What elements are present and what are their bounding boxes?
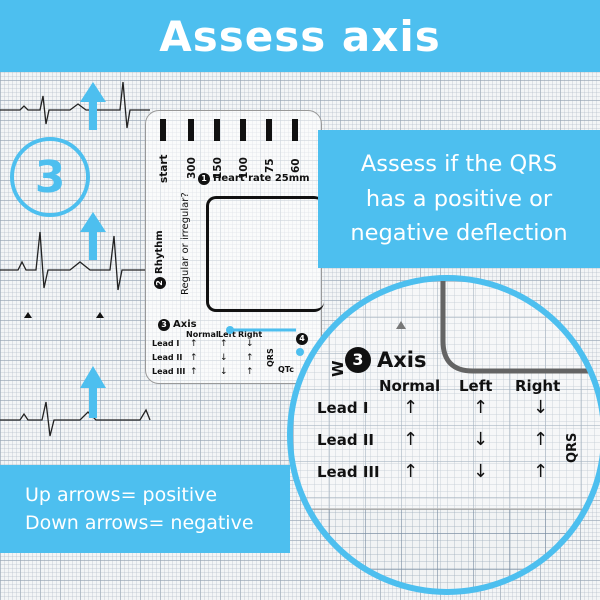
arrow-lead1-right: ↓ [533,397,549,418]
arrow-lead2-left: ↓ [473,429,489,450]
ruler-tick [240,119,246,141]
ecg-trace-1 [0,81,150,129]
axis-arrows-right: ↓↑↑ [246,339,254,377]
rhythm-label: 2Rhythm [154,230,166,289]
arrow-lead1-normal: ↑ [403,397,419,418]
instruction-line: negative deflection [350,220,568,247]
ruler-tick [292,119,298,141]
lead-3-small: Lead III [152,367,186,376]
arrow-lead2-right: ↑ [533,429,549,450]
ruler-scale-start: start [158,154,170,183]
magnified-card-outline [293,281,600,510]
ruler-scale-75: 75 [264,158,276,173]
ecg-trace-2 [0,231,145,291]
step-1-badge: 1 [198,173,210,185]
magnified-axis-label: Axis [377,348,427,372]
arrow-lead3-normal: ↑ [403,461,419,482]
ecg-trace-3 [0,401,151,437]
qrs-small: QRS [266,348,275,367]
rhythm-box [206,196,324,312]
page-title: Assess axis [159,11,441,61]
title-banner: Assess axis [0,0,600,72]
axis-arrows-left: ↑↓↓ [220,339,228,377]
ruler-tick [160,119,166,141]
magnified-lead-3: Lead III [317,463,380,481]
ruler-tick [188,119,194,141]
arrow-lead3-left: ↓ [473,461,489,482]
instruction-line: has a positive or [365,185,553,212]
lead-1-small: Lead I [152,339,180,348]
magnified-axis-title: 3 Axis [345,347,427,373]
step-3-badge: 3 [158,319,170,331]
instruction-box: Assess if the QRS has a positive or nega… [318,130,600,268]
axis-col-right: Right [238,330,263,339]
magnified-col-normal: Normal [379,377,441,395]
axis-col-left: Left [218,330,236,339]
instruction-line: Assess if the QRS [360,150,558,177]
magnified-qrs-label: QRS [565,432,580,463]
magnified-lead-1: Lead I [317,399,369,417]
step-indicator: 3 [10,137,90,217]
ruler-scale-60: 60 [290,158,302,173]
arrow-lead3-right: ↑ [533,461,549,482]
legend-line-positive: Up arrows= positive [25,483,218,506]
step-4-small: 4 [296,333,311,345]
legend-line-negative: Down arrows= negative [25,512,254,534]
arrow-lead2-normal: ↑ [403,429,419,450]
ruler-tick [266,119,272,141]
ruler-scale-300: 300 [186,157,198,179]
magnified-col-right: Right [515,377,561,395]
axis-col-normal: Normal [186,330,219,339]
axis-arrows-normal: ↑↑↑ [190,339,198,377]
magnifier-lens: W 3 Axis Normal Left Right Lead I ↑ ↑ ↓ … [287,275,600,595]
ruler-tick [214,119,220,141]
step-number: 3 [34,151,66,203]
legend-box: Up arrows= positive Down arrows= negativ… [0,465,290,553]
qtc-small: QTc [278,365,294,374]
magnified-step-badge: 3 [345,347,371,373]
step-2-badge: 2 [154,277,166,289]
magnified-col-left: Left [459,377,493,395]
arrow-lead1-left: ↑ [473,397,489,418]
magnified-lead-2: Lead II [317,431,374,449]
lead-2-small: Lead II [152,353,183,362]
rhythm-question: Regular or irregular? [180,192,191,295]
